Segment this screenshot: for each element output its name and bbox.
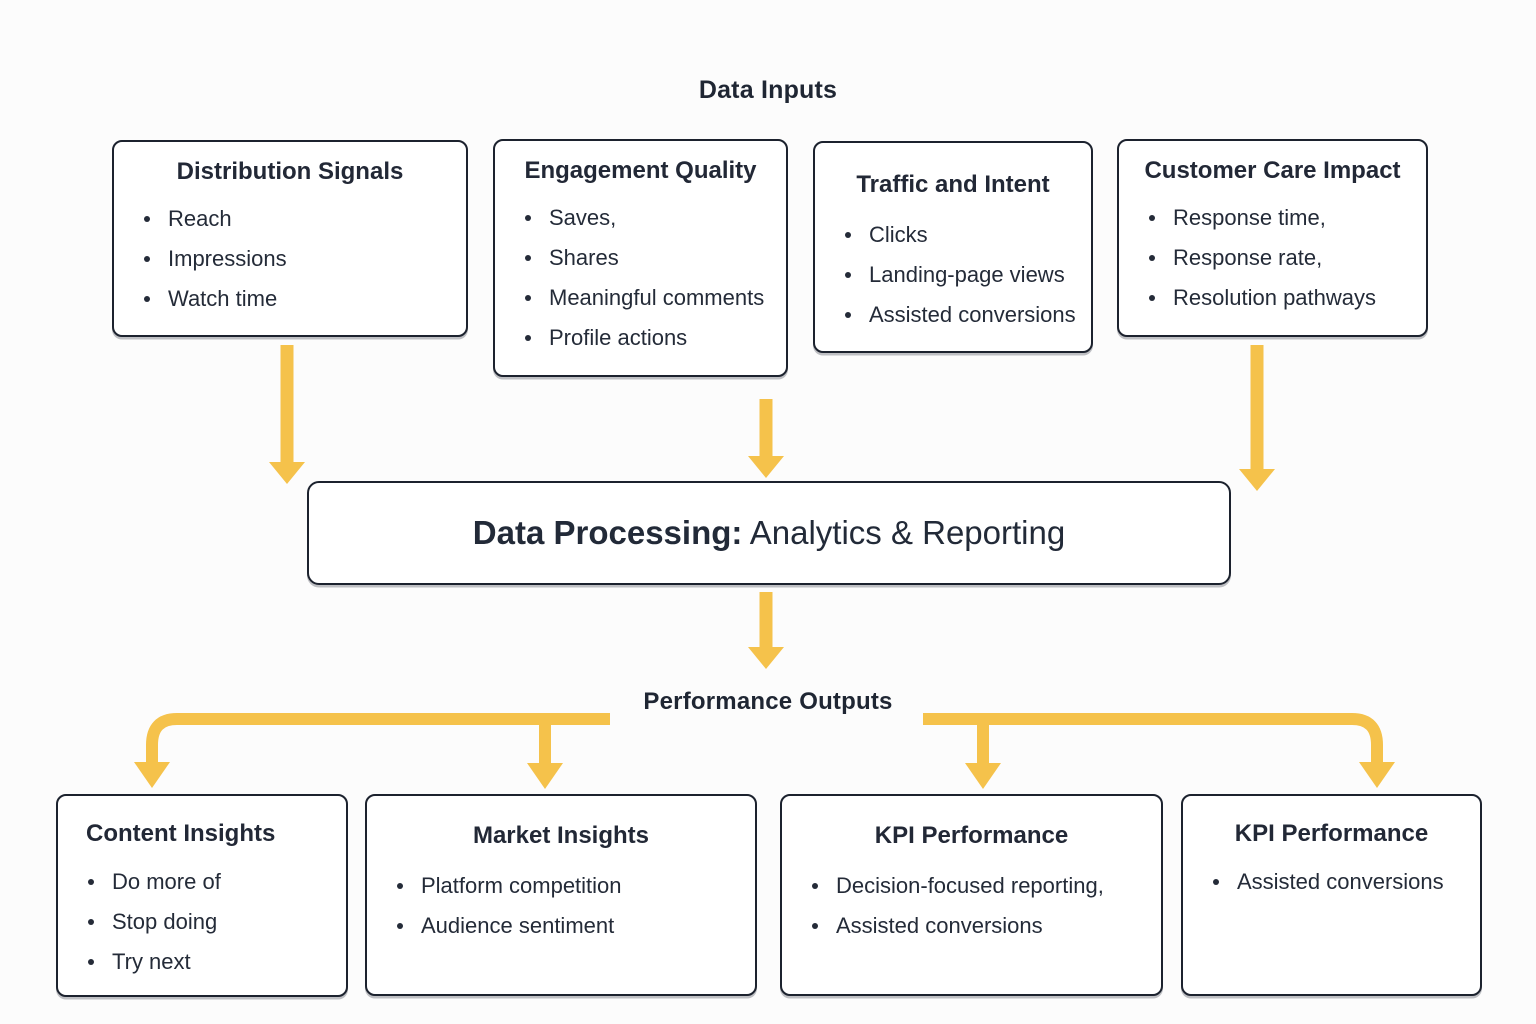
bullet-list: Response time, Response rate, Resolution…: [1119, 198, 1420, 318]
list-item: Assisted conversions: [835, 295, 1085, 335]
list-item: Clicks: [835, 215, 1085, 255]
list-item: Try next: [78, 942, 340, 982]
list-item: Audience sentiment: [387, 906, 749, 946]
distribution-signals-box: Distribution Signals Reach Impressions W…: [112, 140, 468, 337]
list-item: Assisted conversions: [802, 906, 1155, 946]
box-title: KPI Performance: [874, 822, 1069, 849]
traffic-and-intent-box: Traffic and Intent Clicks Landing-page v…: [813, 141, 1093, 353]
box-title: Customer Care Impact: [1144, 157, 1401, 184]
list-item: Profile actions: [515, 318, 780, 358]
processing-label: Data Processing: Analytics & Reporting: [473, 514, 1065, 552]
box-title: Engagement Quality: [524, 157, 757, 184]
list-item: Landing-page views: [835, 255, 1085, 295]
box-title: Market Insights: [472, 822, 650, 849]
branch-right: [923, 713, 1395, 789]
customer-care-impact-box: Customer Care Impact Response time, Resp…: [1117, 139, 1428, 337]
arrow-distribution-to-processing: [269, 345, 305, 484]
list-item: Response time,: [1139, 198, 1420, 238]
list-item: Decision-focused reporting,: [802, 866, 1155, 906]
data-inputs-heading: Data Inputs: [698, 76, 838, 104]
list-item: Meaningful comments: [515, 278, 780, 318]
bullet-list: Do more of Stop doing Try next: [58, 862, 340, 982]
list-item: Platform competition: [387, 866, 749, 906]
arrow-engagement-to-processing: [748, 399, 784, 478]
kpi-performance-box-2: KPI Performance Assisted conversions: [1181, 794, 1482, 996]
list-item: Impressions: [134, 239, 460, 279]
list-item: Reach: [134, 199, 460, 239]
bullet-list: Saves, Shares Meaningful comments Profil…: [495, 198, 780, 358]
data-processing-box: Data Processing: Analytics & Reporting: [307, 481, 1231, 585]
list-item: Saves,: [515, 198, 780, 238]
bullet-list: Clicks Landing-page views Assisted conve…: [815, 215, 1085, 335]
engagement-quality-box: Engagement Quality Saves, Shares Meaning…: [493, 139, 788, 377]
list-item: Response rate,: [1139, 238, 1420, 278]
bullet-list: Reach Impressions Watch time: [114, 199, 460, 319]
market-insights-box: Market Insights Platform competition Aud…: [365, 794, 757, 996]
kpi-performance-box-1: KPI Performance Decision-focused reporti…: [780, 794, 1163, 996]
bullet-list: Assisted conversions: [1183, 862, 1474, 902]
box-title: Distribution Signals: [176, 158, 404, 185]
processing-label-bold: Data Processing:: [472, 514, 743, 551]
arrow-processing-to-outputs: [748, 592, 784, 669]
performance-outputs-heading: Performance Outputs: [643, 688, 893, 715]
box-title: Content Insights: [86, 820, 276, 847]
arrow-care-to-processing: [1239, 345, 1275, 491]
list-item: Watch time: [134, 279, 460, 319]
bullet-list: Decision-focused reporting, Assisted con…: [782, 866, 1155, 946]
bullet-list: Platform competition Audience sentiment: [367, 866, 749, 946]
list-item: Stop doing: [78, 902, 340, 942]
list-item: Do more of: [78, 862, 340, 902]
list-item: Shares: [515, 238, 780, 278]
box-title: Traffic and Intent: [856, 171, 1050, 198]
list-item: Resolution pathways: [1139, 278, 1420, 318]
branch-left: [134, 713, 610, 789]
list-item: Assisted conversions: [1203, 862, 1474, 902]
processing-label-regular: Analytics & Reporting: [742, 514, 1066, 551]
box-title: KPI Performance: [1234, 820, 1429, 847]
content-insights-box: Content Insights Do more of Stop doing T…: [56, 794, 348, 997]
